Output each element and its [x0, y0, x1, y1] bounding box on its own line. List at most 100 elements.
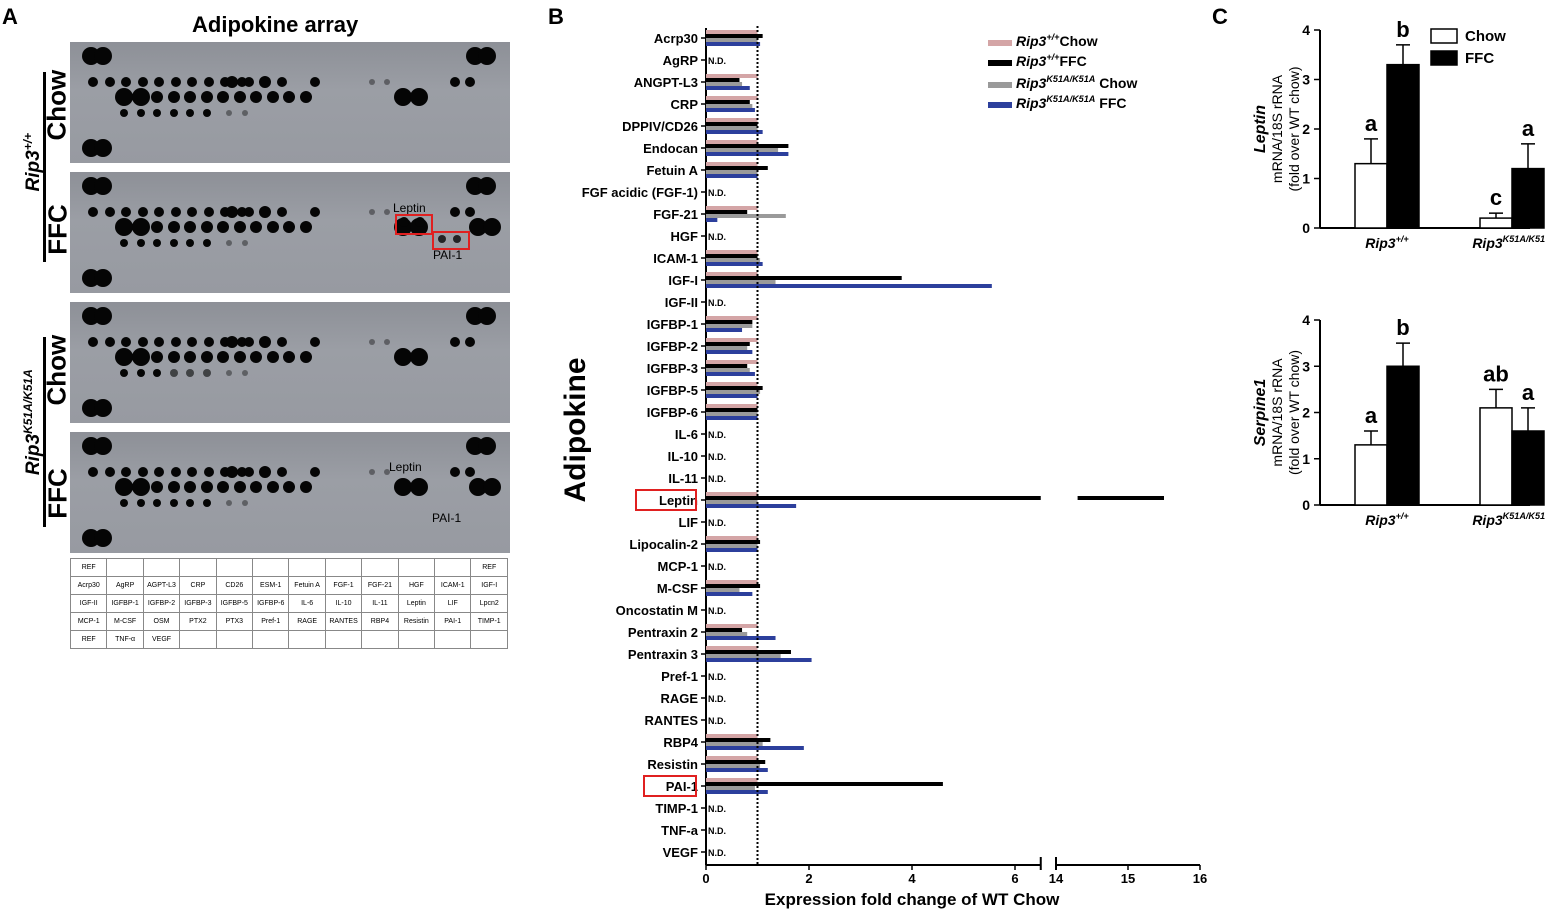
- array-spot: [104, 207, 115, 217]
- key-cell: [179, 558, 217, 577]
- bar: [706, 786, 755, 790]
- key-cell: RBP4: [361, 612, 399, 631]
- array-spot: [394, 478, 412, 496]
- key-cell: PTX2: [179, 612, 217, 631]
- legend-label: Chow: [1465, 28, 1506, 45]
- key-cell: IL-6: [288, 594, 326, 613]
- array-spot: [131, 348, 150, 366]
- bar: [706, 320, 753, 324]
- array-spot: [410, 478, 428, 496]
- array-spot: [170, 337, 181, 347]
- significance-letter: c: [1490, 185, 1502, 210]
- array-spot: [283, 481, 295, 493]
- array-spot: [242, 240, 248, 246]
- category-highlight-box: [635, 489, 697, 511]
- array-spot: [167, 351, 180, 363]
- bar: [706, 416, 758, 420]
- bar: [706, 262, 763, 266]
- key-cell: CRP: [179, 576, 217, 595]
- key-cell: REF: [470, 558, 508, 577]
- pai1-annotation: PAI-1: [433, 248, 463, 262]
- key-cell: [179, 630, 217, 649]
- panel-a-label: A: [2, 4, 18, 29]
- array-spot: [167, 91, 180, 103]
- array-spot: [203, 207, 214, 217]
- array-spot: [299, 481, 312, 493]
- array-spot: [384, 209, 390, 215]
- bar: [706, 368, 750, 372]
- bar: [706, 104, 753, 108]
- array-spot: [399, 217, 409, 227]
- key-cell: AGPT-L3: [142, 576, 181, 595]
- array-spot: [202, 369, 211, 377]
- bar: [706, 394, 758, 398]
- key-cell: Acrp30: [69, 576, 108, 595]
- category-label: Leptin: [659, 493, 698, 508]
- y-tick-label: 1: [1302, 451, 1310, 467]
- key-cell: PTX3: [215, 612, 254, 631]
- bar: [706, 250, 758, 254]
- bar: [706, 30, 758, 34]
- bar: [1479, 407, 1513, 506]
- array-spot: [184, 221, 196, 233]
- array-spot: [94, 139, 112, 157]
- key-cell: [361, 630, 399, 649]
- array-spot: [226, 110, 232, 116]
- key-cell: Pref-1: [252, 612, 290, 631]
- category-label: Pentraxin 3: [628, 647, 698, 662]
- y-tick-label: 2: [1302, 405, 1310, 421]
- array-spot: [276, 337, 287, 347]
- bar: [706, 536, 758, 540]
- bar: [706, 342, 750, 346]
- bar: [706, 746, 804, 750]
- array-spot: [136, 499, 145, 507]
- array-spot: [153, 369, 161, 377]
- bar: [1511, 167, 1545, 229]
- x-tick-label: 0: [702, 871, 709, 886]
- bar: [706, 214, 786, 218]
- bar: [706, 360, 758, 364]
- category-label: HGF: [671, 229, 699, 244]
- array-spot: [154, 77, 164, 87]
- bar: [706, 782, 943, 786]
- bar: [706, 316, 758, 320]
- bar: [706, 544, 758, 548]
- bar: [706, 206, 758, 210]
- panel-c-label: C: [1212, 4, 1228, 29]
- array-spot: [410, 88, 428, 106]
- bar: [706, 768, 768, 772]
- array-spot: [167, 221, 180, 233]
- array-spot: [384, 469, 390, 475]
- category-label: Fetuin A: [646, 163, 698, 178]
- key-cell: IGFBP-5: [215, 594, 254, 613]
- array-spot: [136, 239, 145, 247]
- array-spot: [266, 351, 279, 363]
- significance-letter: a: [1522, 116, 1535, 141]
- array-spot: [465, 207, 475, 217]
- array-spot: [217, 481, 229, 493]
- array-spot: [394, 88, 412, 106]
- x-tick-label: 2: [805, 871, 812, 886]
- significance-letter: a: [1522, 380, 1535, 405]
- key-cell: M-CSF: [106, 612, 144, 631]
- x-tick-label: 14: [1049, 871, 1064, 886]
- bar: [706, 34, 763, 38]
- key-cell: TNF-α: [106, 630, 144, 649]
- y-axis-title: Adipokine: [559, 357, 592, 502]
- bar: [706, 118, 758, 122]
- y-axis-title: LeptinmRNA/18S rRNA(fold over WT chow): [1252, 67, 1302, 192]
- bar: [706, 492, 758, 496]
- key-cell: Lpcn2: [470, 594, 508, 613]
- pai1-annotation-ki: PAI-1: [432, 511, 462, 525]
- category-label: RANTES: [645, 713, 699, 728]
- array-spot: [120, 369, 128, 377]
- x-category-label: Rip3+/+: [1365, 234, 1409, 251]
- array-spot: [203, 77, 214, 87]
- bar: [706, 580, 758, 584]
- array-spot: [453, 235, 461, 243]
- array-spot: [115, 348, 133, 366]
- array-spot: [104, 337, 115, 347]
- array-spot: [115, 218, 133, 236]
- array-spot: [469, 478, 487, 496]
